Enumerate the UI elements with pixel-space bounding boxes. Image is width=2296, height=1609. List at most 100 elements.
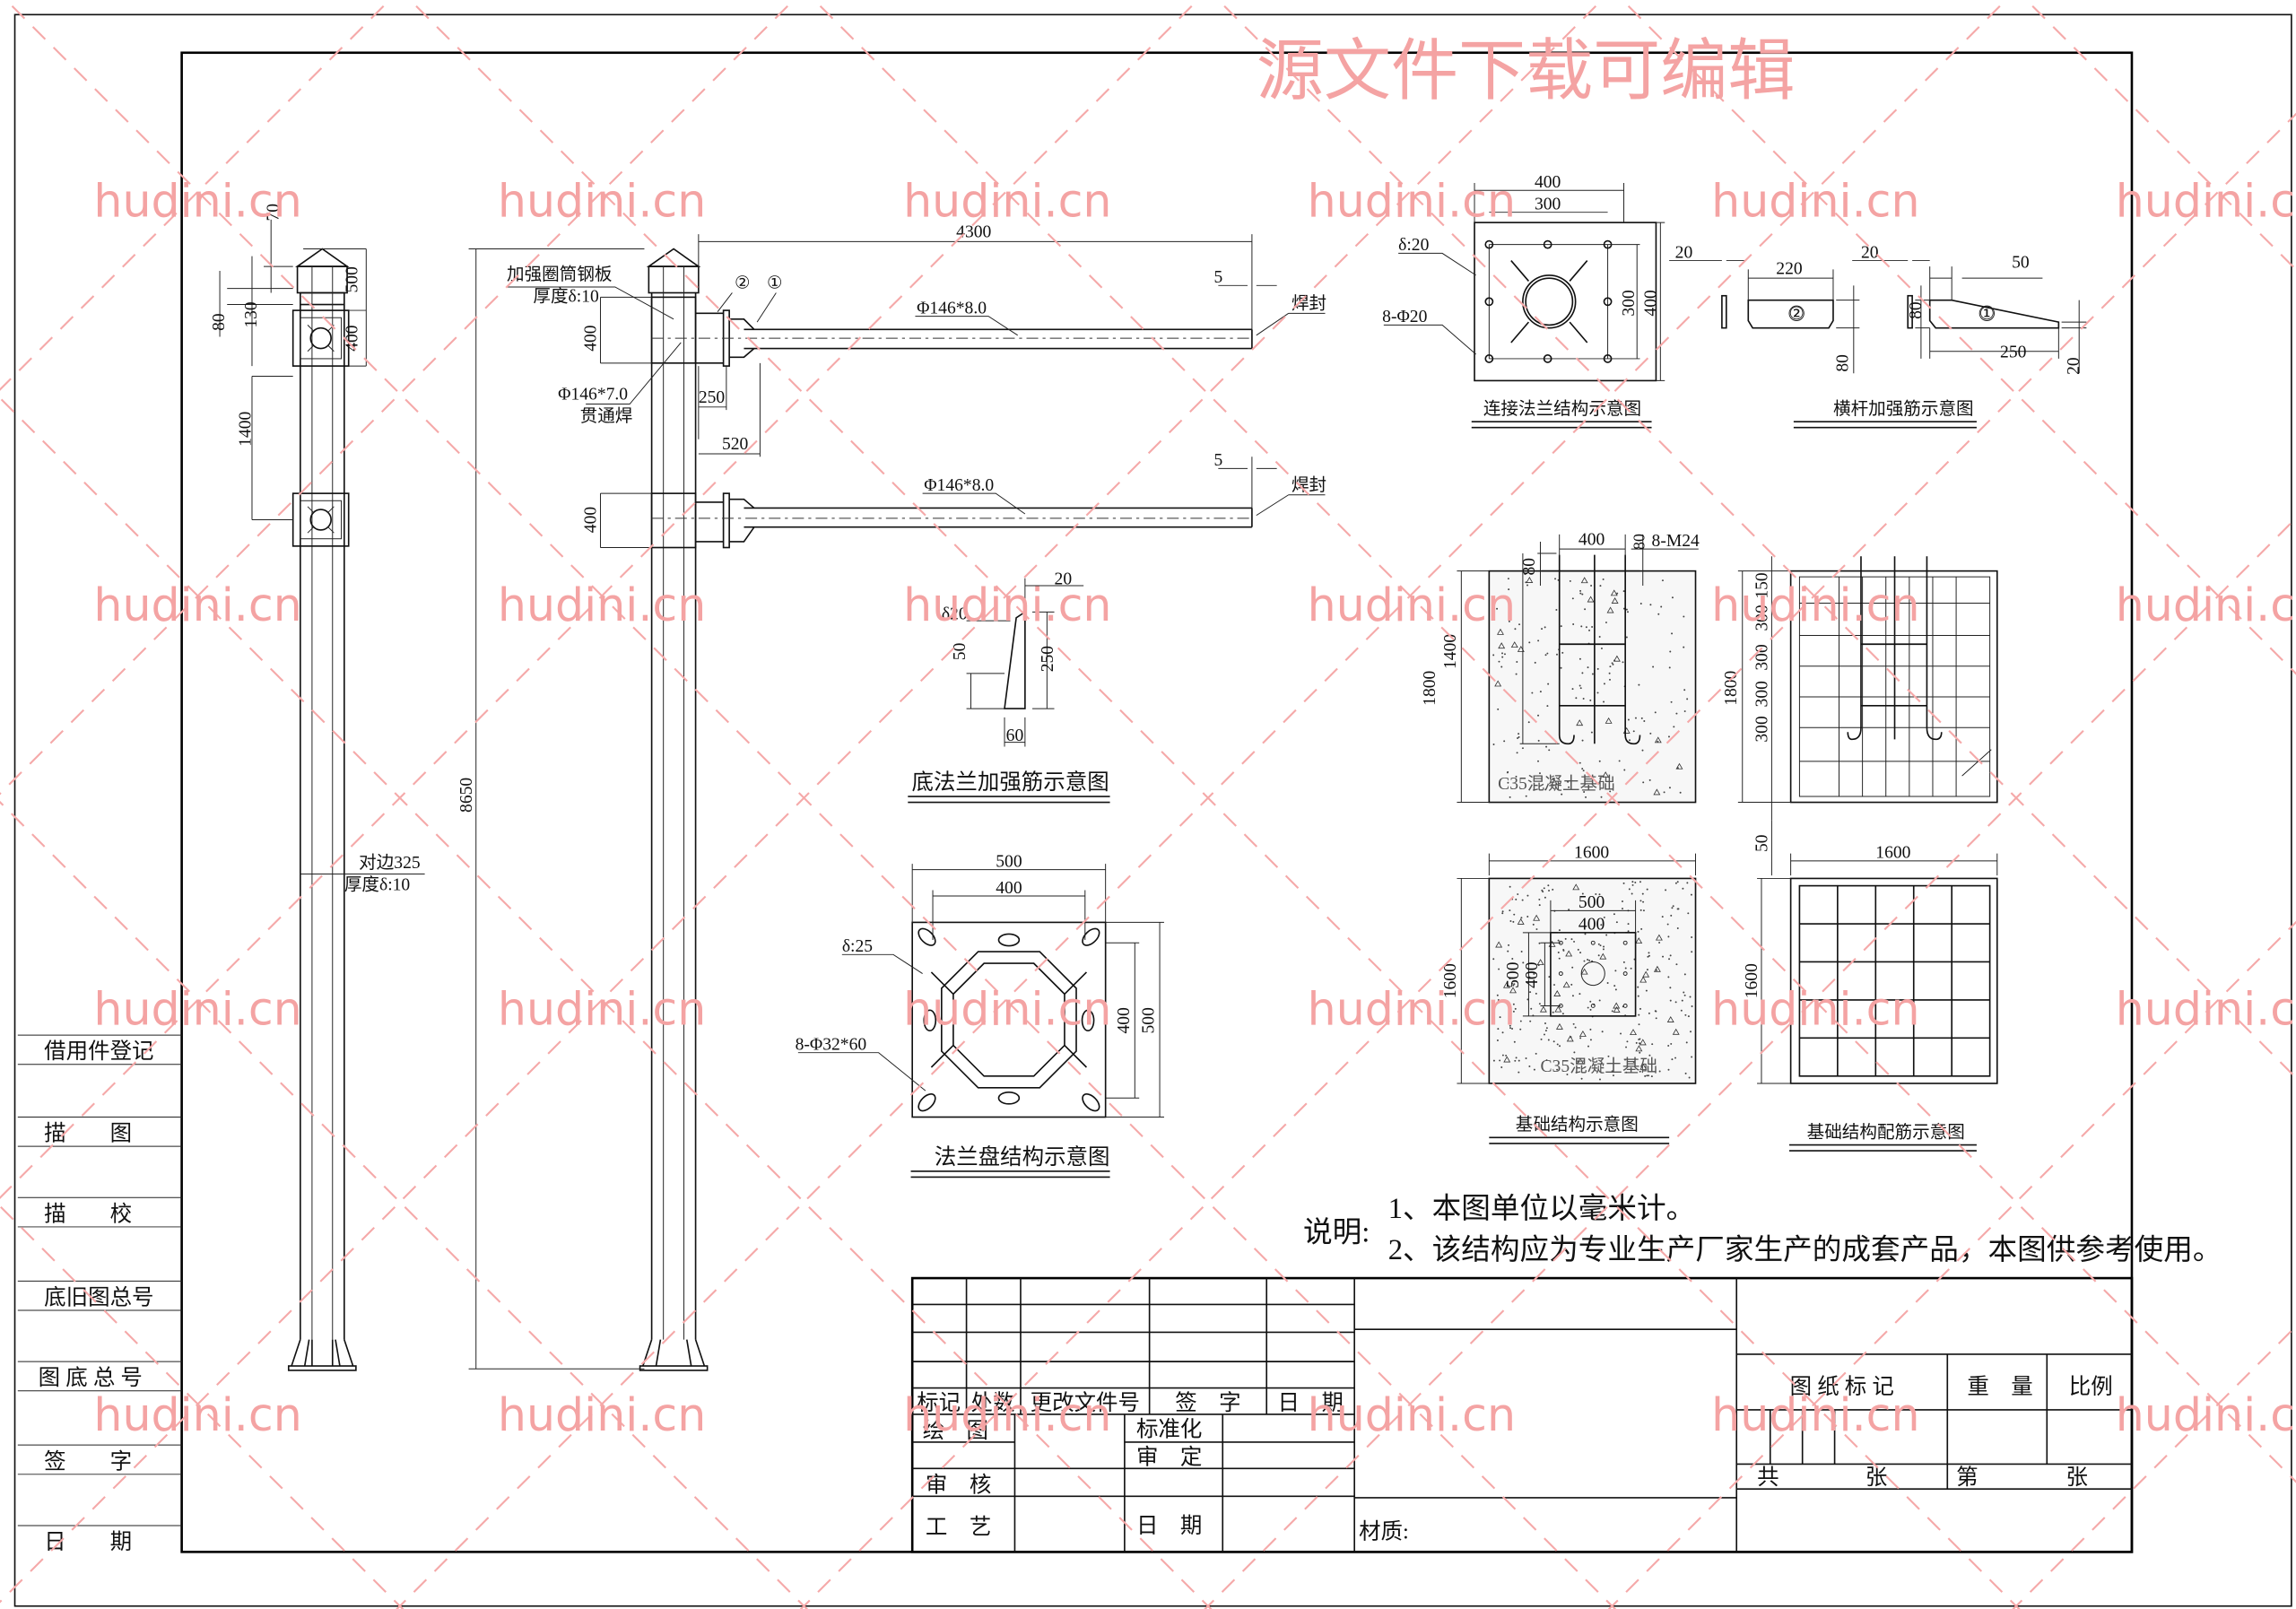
concrete-speck xyxy=(1598,636,1601,639)
sleeve-thickness: 厚度δ:10 xyxy=(533,286,599,306)
watermark-site: hudini.cn xyxy=(2116,175,2296,228)
concrete-speck xyxy=(1512,1003,1515,1005)
concrete-speck xyxy=(1526,894,1529,897)
concrete-speck xyxy=(1579,687,1582,690)
side-item-borrowed: 借用件登记 xyxy=(44,1039,153,1064)
concrete-speck xyxy=(1612,663,1614,665)
part-2-marker: ② xyxy=(735,274,751,293)
aggregate-mark xyxy=(1536,959,1544,966)
concrete-speck xyxy=(1518,733,1520,735)
rebar-plan-height: 1600 xyxy=(1743,963,1761,998)
concrete-speck xyxy=(1509,920,1512,922)
concrete-speck xyxy=(1556,1043,1559,1046)
concrete-speck xyxy=(1569,579,1571,582)
flange-height-inner: 300 xyxy=(1620,290,1639,317)
watermark-site: hudini.cn xyxy=(903,983,1111,1036)
concrete-speck xyxy=(1560,625,1562,628)
concrete-speck xyxy=(1687,912,1690,915)
watermark-diagonal xyxy=(408,0,2021,1609)
concrete-speck xyxy=(1581,768,1584,770)
watermark-site: hudini.cn xyxy=(2116,1388,2296,1441)
pole-thickness: 厚度δ:10 xyxy=(344,874,411,894)
concrete-speck xyxy=(1542,891,1544,893)
concrete-speck xyxy=(1509,909,1511,912)
concrete-speck xyxy=(1517,893,1519,896)
concrete-speck xyxy=(1567,780,1570,783)
concrete-speck xyxy=(1514,628,1517,631)
concrete-speck xyxy=(1544,788,1547,791)
concrete-speck xyxy=(1517,737,1519,740)
flange-plate: 500 400 δ:25 8-Φ32*60 400 500 法兰盘结构示意图 xyxy=(796,852,1164,1178)
concrete-speck xyxy=(1552,888,1554,891)
concrete-speck xyxy=(1538,904,1541,907)
concrete-speck xyxy=(1603,700,1605,703)
concrete-speck xyxy=(1548,749,1551,752)
concrete-speck xyxy=(1555,608,1558,611)
concrete-speck xyxy=(1562,948,1565,951)
watermark-diagonal xyxy=(0,0,796,796)
connection-flange-title: 连接法兰结构示意图 xyxy=(1483,399,1641,419)
concrete-speck xyxy=(1508,588,1510,591)
aggregate-mark xyxy=(1613,1006,1621,1013)
concrete-speck xyxy=(1582,770,1585,772)
flange-width-inner: 300 xyxy=(1535,195,1561,213)
concrete-speck xyxy=(1575,697,1578,700)
concrete-speck xyxy=(1497,1028,1500,1031)
watermark-site: hudini.cn xyxy=(903,578,1111,631)
watermark-diagonal xyxy=(0,396,1213,1609)
aggregate-mark xyxy=(1655,934,1663,941)
concrete-speck xyxy=(1668,787,1671,789)
concrete-speck xyxy=(1680,1009,1683,1012)
concrete-speck xyxy=(1639,1007,1641,1010)
concrete-speck xyxy=(1683,994,1686,996)
concrete-speck xyxy=(1520,917,1523,919)
plate1-end: 20 xyxy=(2065,357,2083,375)
watermark-diagonal xyxy=(2024,0,2296,272)
branch-weld: 贯通焊 xyxy=(580,406,633,426)
arm-stiffeners: 20 220 80 ② 20 50 80 250 20 ① 横杆加强筋示意图 xyxy=(1669,243,2087,429)
concrete-speck xyxy=(1587,959,1589,961)
checked-label: 审 核 xyxy=(926,1472,991,1497)
concrete-speck xyxy=(1500,665,1503,668)
concrete-speck xyxy=(1648,954,1650,957)
concrete-speck xyxy=(1600,796,1603,798)
dim-sleeve-lower: 400 xyxy=(582,507,601,534)
flange-plate-outer: 500 xyxy=(996,852,1022,871)
rebar-section: 1800 150 300 300 300 300 xyxy=(1722,556,1998,821)
concrete-speck xyxy=(1581,892,1584,895)
concrete-speck xyxy=(1639,1051,1641,1054)
concrete-speck xyxy=(1552,778,1554,780)
concrete-speck xyxy=(1599,585,1602,587)
concrete-speck xyxy=(1649,732,1652,735)
plate2-mark: ② xyxy=(1788,305,1805,324)
concrete-speck xyxy=(1657,613,1660,615)
concrete-speck xyxy=(1627,611,1629,613)
concrete-speck xyxy=(1603,945,1605,948)
concrete-speck xyxy=(1681,999,1683,1002)
aggregate-mark xyxy=(1635,1045,1643,1052)
aggregate-mark xyxy=(1635,937,1643,944)
concrete-speck xyxy=(1539,772,1541,775)
concrete-speck xyxy=(1512,1010,1515,1013)
weld-lower: 焊封 xyxy=(1292,475,1326,495)
concrete-speck xyxy=(1600,924,1603,926)
watermark-diagonal xyxy=(2012,1325,2296,1609)
concrete-speck xyxy=(1676,908,1679,910)
concrete-speck xyxy=(1544,1033,1545,1036)
concrete-speck xyxy=(1501,652,1503,655)
aggregate-mark xyxy=(1613,655,1621,662)
concrete-speck xyxy=(1544,896,1546,899)
concrete-speck xyxy=(1599,944,1602,947)
concrete-speck xyxy=(1535,1052,1537,1055)
pole-spec: 对边325 xyxy=(359,853,421,873)
plate-inner-dim: 400 xyxy=(1578,916,1605,935)
concrete-speck xyxy=(1686,698,1689,700)
concrete-speck xyxy=(1688,1076,1691,1079)
concrete-speck xyxy=(1557,939,1560,942)
concrete-speck xyxy=(1635,1041,1638,1044)
concrete-speck xyxy=(1499,1016,1501,1019)
concrete-speck xyxy=(1600,1062,1603,1065)
sheet-no-label: 第 xyxy=(1956,1465,1978,1490)
concrete-speck xyxy=(1573,1051,1576,1054)
concrete-speck xyxy=(1581,739,1584,742)
